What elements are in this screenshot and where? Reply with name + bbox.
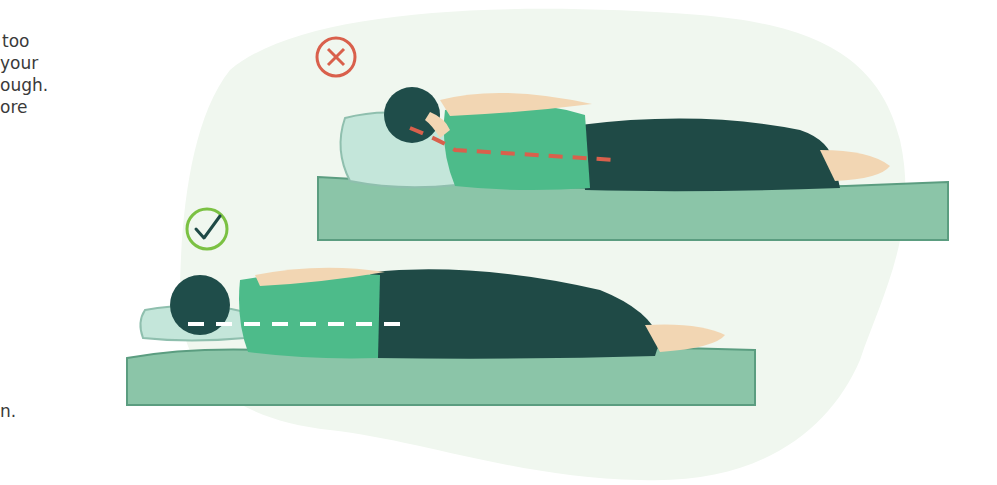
note-text: ore [0,96,27,118]
shirt [444,104,590,191]
pants [370,269,660,358]
spine-line-bent [410,128,615,160]
pants [580,119,840,192]
wrong-icon [317,38,355,76]
feet [645,324,725,352]
arm [255,268,385,286]
correct-icon-circle [187,209,227,249]
spine-line-straight [188,322,410,326]
note-text: n. [0,400,16,422]
wrong-icon-circle [317,38,355,76]
background-blob [180,9,905,481]
neck [425,112,450,138]
wrong-icon-cross [328,49,344,65]
wrong-icon-cross [328,49,344,65]
correct-icon [187,209,227,249]
note-text: too [2,30,29,52]
note-text: your [0,52,38,74]
correct-icon-check [196,216,220,238]
arm [440,93,592,116]
note-text: ough. [0,74,48,96]
feet [820,150,890,181]
